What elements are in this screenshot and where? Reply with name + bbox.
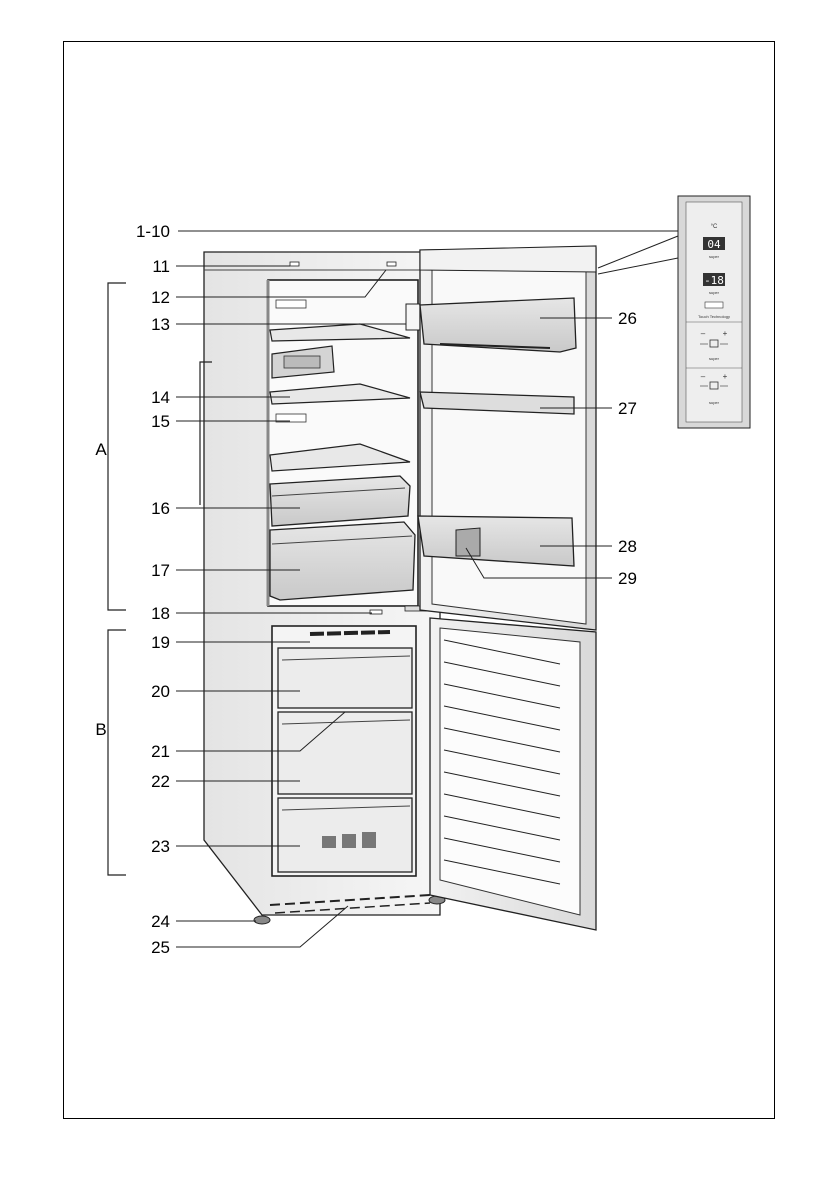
label-24: 24: [151, 912, 170, 931]
label-13: 13: [151, 315, 170, 334]
label-25: 25: [151, 938, 170, 957]
freezer-temp-value: -18: [704, 274, 724, 287]
unit-label: °C: [711, 224, 718, 230]
freezer-door-ribs: [443, 639, 561, 885]
label-23: 23: [151, 837, 170, 856]
inset-line-1: [597, 235, 679, 269]
label-26: 26: [618, 309, 637, 328]
bottle-rack-front: [283, 355, 321, 369]
glass-shelves: [269, 323, 411, 472]
label-19: 19: [151, 633, 170, 652]
door-rack: [419, 391, 575, 415]
inset-line-2: [597, 257, 679, 275]
brand-line: Touch Technology: [698, 314, 730, 319]
freezer-calendar: [322, 832, 376, 848]
label-28: 28: [618, 537, 637, 556]
butter-compartment: [419, 297, 577, 353]
alarm-icon[interactable]: [704, 301, 724, 309]
interior-light: [386, 261, 397, 267]
door-switch: [289, 261, 300, 267]
bracket-b: [107, 629, 126, 876]
freezer-temp-display: [703, 273, 725, 286]
label-20: 20: [151, 682, 170, 701]
super-label-2: super: [709, 290, 720, 295]
section-b-label: B: [95, 720, 106, 739]
bracket-a: [107, 282, 126, 611]
defrost-drain: [369, 609, 383, 615]
label-1-10: 1-10: [136, 222, 170, 241]
section-a-label: A: [95, 440, 107, 459]
wall-label-2: [275, 413, 307, 423]
label-27: 27: [618, 399, 637, 418]
ventilation-grille: [269, 894, 431, 914]
label-17: 17: [151, 561, 170, 580]
label-15: 15: [151, 412, 170, 431]
label-11: 11: [152, 257, 170, 276]
label-22: 22: [151, 772, 170, 791]
super-label-1: super: [709, 254, 720, 259]
label-14: 14: [151, 388, 170, 407]
label-21: 21: [151, 742, 170, 761]
label-29: 29: [618, 569, 637, 588]
super-label-4: super: [709, 400, 720, 405]
super-label-3: super: [709, 356, 720, 361]
fridge-minus-button[interactable]: –: [701, 329, 706, 338]
freezer-door: [429, 617, 597, 931]
page-frame: [63, 41, 775, 1119]
fridge-temp-value: 04: [707, 238, 721, 251]
label-16: 16: [151, 499, 170, 518]
control-panel: °C 04 super -18 super Touch Technology –…: [677, 195, 751, 429]
wall-label-1: [275, 299, 307, 309]
freezer-super-button[interactable]: [709, 381, 719, 390]
freezer-minus-button[interactable]: –: [701, 372, 706, 381]
fridge-temp-display: [703, 237, 725, 250]
callout-labels: 1-10 11 12 13 14 15 16 17 18 19 20 21 22…: [136, 222, 637, 957]
fan: [405, 303, 421, 331]
foot-left: [253, 915, 271, 925]
fridge-plus-button[interactable]: +: [723, 329, 728, 338]
label-18: 18: [151, 604, 170, 623]
label-12: 12: [151, 288, 170, 307]
vegetable-container: [269, 521, 416, 601]
bottle-holder: [455, 527, 481, 557]
freezer-drawer-2: [277, 711, 413, 795]
freezer-vent: [309, 630, 391, 636]
fridge-super-button[interactable]: [709, 339, 719, 348]
leader-lines: [176, 230, 678, 948]
chiller-drawer: [269, 475, 411, 527]
bottle-shelf: [417, 515, 575, 567]
bracket-16: [199, 361, 212, 505]
freezer-plus-button[interactable]: +: [723, 372, 728, 381]
